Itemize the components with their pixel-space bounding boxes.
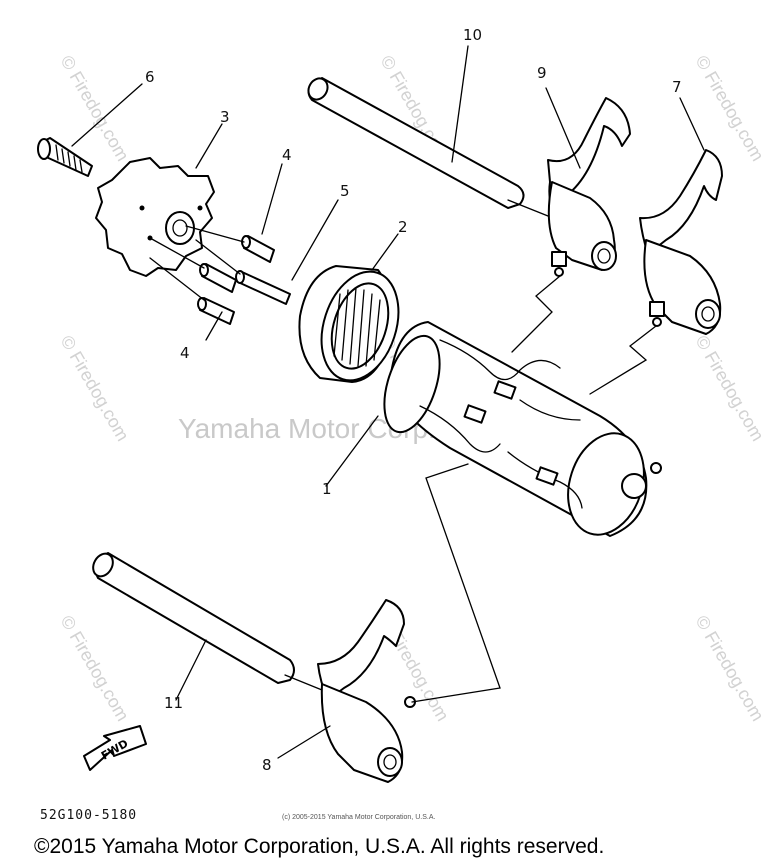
watermark-side-4: © Firedog.com [57, 332, 133, 444]
watermark-side-6: © Firedog.com [692, 332, 763, 444]
callout-11: 11 [164, 694, 183, 712]
callout-9: 9 [537, 64, 547, 82]
guide-bar-upper [307, 77, 549, 217]
callouts: 10 9 7 6 3 4 5 2 4 1 11 8 [145, 26, 682, 774]
fwd-arrow: FWD [83, 725, 147, 771]
watermark-side-9: © Firedog.com [692, 612, 763, 724]
shift-fork-upper [547, 97, 631, 277]
callout-10: 10 [463, 26, 482, 44]
callout-1: 1 [322, 480, 332, 498]
callout-8: 8 [262, 756, 272, 774]
diagram-part-number: 52G100-5180 [40, 808, 138, 823]
fork-drum-links [411, 275, 657, 703]
callout-4-lower: 4 [180, 344, 190, 362]
segment-plate [95, 157, 215, 277]
watermark-side-7: © Firedog.com [57, 612, 133, 724]
long-pin [235, 270, 291, 305]
pins [197, 235, 275, 325]
plate-guide-lines [149, 225, 245, 301]
shift-fork-lower [317, 599, 416, 783]
callout-3: 3 [220, 108, 230, 126]
callout-5: 5 [340, 182, 350, 200]
shift-fork-right [639, 149, 723, 335]
bolt [37, 137, 93, 177]
callout-4-upper: 4 [282, 146, 292, 164]
watermark-side-1: © Firedog.com [57, 52, 133, 164]
guide-bar-lower [92, 552, 323, 691]
callout-7: 7 [672, 78, 682, 96]
leader-lines [71, 45, 705, 759]
bearing [298, 265, 400, 383]
copyright-line: ©2015 Yamaha Motor Corporation, U.S.A. A… [34, 835, 605, 858]
callout-2: 2 [398, 218, 408, 236]
callout-6: 6 [145, 68, 155, 86]
small-copyright: (c) 2005-2015 Yamaha Motor Corporation, … [282, 814, 436, 821]
shift-drum [383, 321, 662, 537]
